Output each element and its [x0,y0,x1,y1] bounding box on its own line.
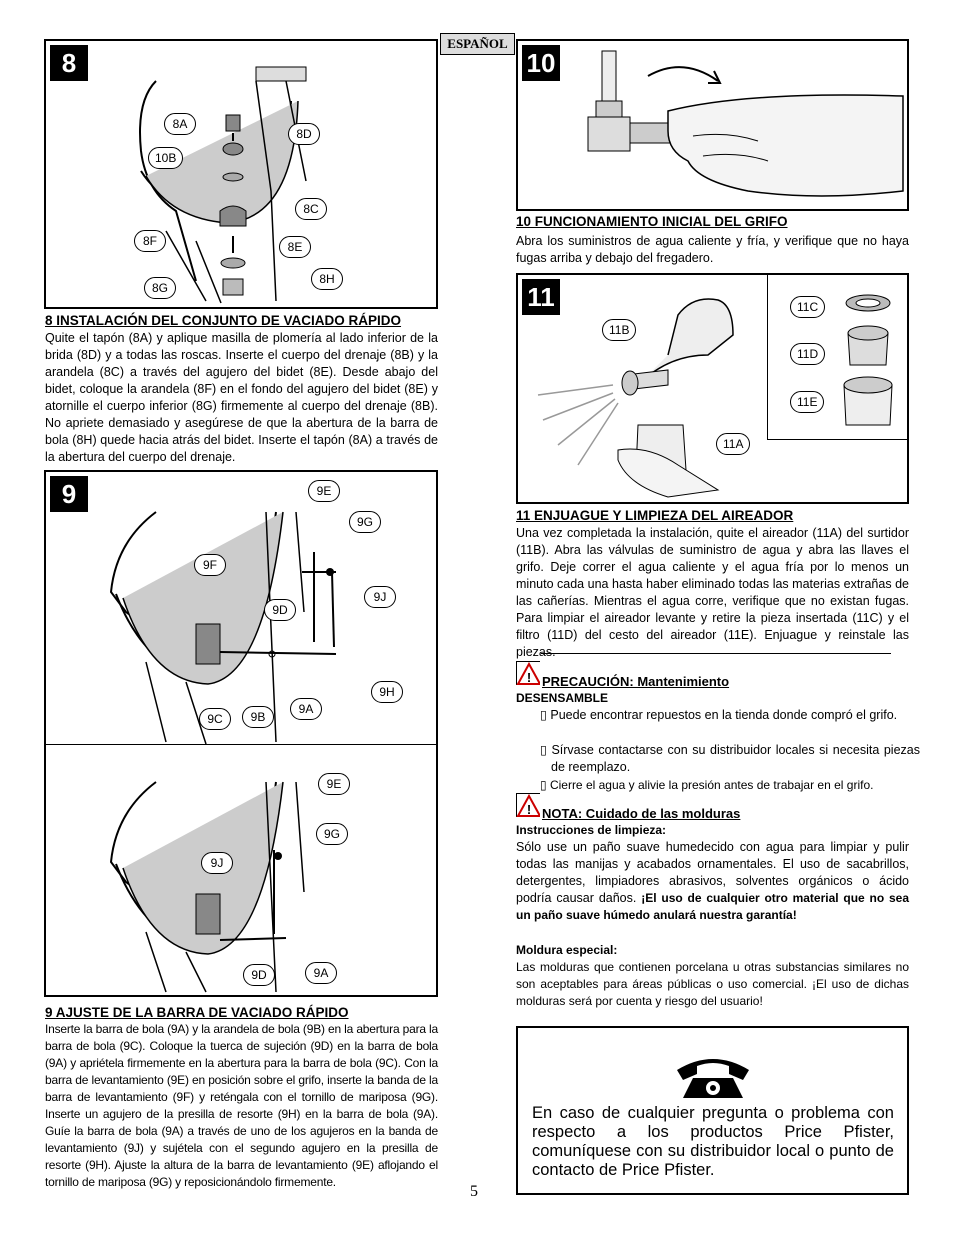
hand-valve-diagram [587,50,904,197]
step10-illustration: 10 [516,39,909,211]
callout-9e-bottom: 9E [318,773,350,795]
callout-8a: 8A [164,113,196,135]
callout-11e: 11E [790,391,825,413]
step9-number: 9 [50,476,88,512]
note-instructions-label: Instrucciones de limpieza: [516,823,667,837]
caution-bullet-1: ▯ Puede encontrar repuestos en la tienda… [540,707,920,724]
warning-icon: ! [516,661,540,685]
step11-heading: 11 ENJUAGUE Y LIMPIEZA DEL AIREADOR [516,508,794,523]
callout-9h-top: 9H [371,681,403,703]
caution-bullet-2: ▯ Sírvase contactarse con su distribuido… [540,742,920,776]
callout-8e: 8E [279,236,311,258]
callout-9e-top: 9E [308,480,340,502]
callout-9a-top: 9A [290,698,322,720]
bullet-marker: ▯ [540,778,550,792]
note-warranty-warning: ¡El uso de cualquier otro material que n… [516,891,909,922]
callout-9f-top: 9F [194,554,226,576]
step9-divider [46,744,436,745]
contact-text: En caso de cualquier pregunta o problema… [532,1104,894,1179]
note-special-text: Las molduras que contienen porcelana u o… [516,960,909,1008]
svg-text:!: ! [527,670,531,685]
note-heading: NOTA: Cuidado de las molduras [542,806,741,821]
step11-illustration: 11 11B 11A 11C 11D 11E [516,273,909,504]
caution-bullet-2-text: Sírvase contactarse con su distribuidor … [551,743,920,774]
callout-9a-bottom: 9A [305,962,337,984]
step10-number: 10 [522,45,560,81]
callout-8c: 8C [295,198,327,220]
lift-rod-diagram [109,511,337,993]
callout-8h: 8H [311,268,343,290]
step8-number: 8 [50,45,88,81]
svg-text:!: ! [527,802,531,817]
callout-9g-top: 9G [349,511,381,533]
caution-bullet-3-text: Cierre el agua y alivie la presión antes… [549,778,874,792]
aerator-parts-box [767,275,908,440]
step10-body: Abra los suministros de agua caliente y … [516,234,909,265]
step9-illustration: 9 9E 9G 9F 9J 9D 9H 9A 9C 9B 9E 9G 9J 9D… [44,470,438,997]
warning-icon: ! [516,793,540,817]
callout-9j-bottom: 9J [201,852,233,874]
callout-9j-top: 9J [364,586,396,608]
caution-bullet-1-text: Puede encontrar repuestos en la tienda d… [550,708,898,722]
language-tag: ESPAÑOL [440,33,515,55]
callout-9g-bottom: 9G [316,823,348,845]
callout-9c-top: 9C [199,708,231,730]
note-special-label: Moldura especial: [516,943,618,957]
step8-illustration: 8 8A 10B 8D 8C 8F 8E 8H 8G [44,39,438,309]
callout-11d: 11D [790,343,826,365]
note-instructions: Sólo use un paño suave humedecido con ag… [516,839,909,924]
bidet-drain-diagram [139,66,307,304]
callout-9d-top: 9D [264,599,296,621]
section-divider [541,653,891,654]
callout-11a: 11A [716,433,751,455]
step11-number: 11 [522,279,560,315]
callout-10b: 10B [148,147,184,169]
step10-heading: 10 FUNCIONAMIENTO INICIAL DEL GRIFO [516,214,788,229]
aerator-diagram [537,294,893,498]
callout-8d: 8D [288,123,320,145]
note-instructions-text: Sólo use un paño suave humedecido con ag… [516,840,909,905]
callout-9d-bottom: 9D [243,964,275,986]
step9-body: Inserte la barra de bola (9A) y la arand… [45,1022,438,1189]
callout-8f: 8F [134,230,166,252]
step11-body: Una vez completada la instalación, quite… [516,526,909,659]
bullet-marker: ▯ [540,743,552,757]
caution-heading: PRECAUCIÓN: Mantenimiento [542,674,730,689]
step9-heading: 9 AJUSTE DE LA BARRA DE VACIADO RÁPIDO [45,1005,349,1020]
callout-11c: 11C [790,296,826,318]
callout-11b: 11B [602,319,637,341]
caution-subheading: DESENSAMBLE [516,691,609,705]
step8-heading: 8 INSTALACIÓN DEL CONJUNTO DE VACIADO RÁ… [45,313,402,328]
caution-bullet-3: ▯ Cierre el agua y alivie la presión ant… [540,777,909,794]
page-number: 5 [470,1183,478,1200]
telephone-icon [677,1059,749,1098]
step8-body: Quite el tapón (8A) y aplique masilla de… [45,331,438,464]
callout-8g: 8G [144,277,176,299]
contact-box: En caso de cualquier pregunta o problema… [516,1026,909,1195]
callout-9b-top: 9B [242,706,274,728]
bullet-marker: ▯ [540,708,551,722]
